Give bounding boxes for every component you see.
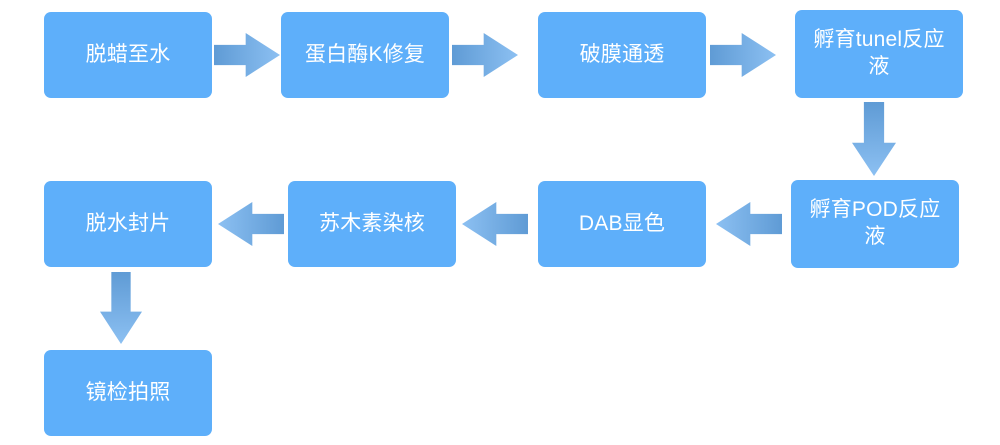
arrow-right-icon (214, 33, 280, 77)
flow-node-label: 苏木素染核 (319, 211, 425, 235)
flow-node-tuolazhishui[interactable]: 脱蜡至水 (44, 12, 212, 98)
flow-node-pomo-tongtou[interactable]: 破膜通透 (538, 12, 706, 98)
flow-node-label: 脱蜡至水 (85, 42, 171, 66)
flow-node-label: 脱水封片 (85, 211, 171, 235)
flow-node-fuyu-pod-fanyingye[interactable]: 孵育POD反应液 (791, 180, 959, 268)
flow-node-fuyu-tunel-fanyingye[interactable]: 孵育tunel反应液 (795, 10, 963, 98)
arrow-down-icon (100, 272, 142, 344)
flow-node-danbaimeik-xiufu[interactable]: 蛋白酶K修复 (281, 12, 449, 98)
flow-node-tuoshui-fengpian[interactable]: 脱水封片 (44, 181, 212, 267)
flow-node-label: DAB显色 (578, 211, 666, 235)
flow-node-dab-xianse[interactable]: DAB显色 (538, 181, 706, 267)
flow-node-label: 破膜通透 (579, 42, 665, 66)
arrow-down-icon (852, 102, 896, 176)
arrow-left-icon (716, 202, 782, 246)
flow-node-sumusu-ranhe[interactable]: 苏木素染核 (288, 181, 456, 267)
arrow-right-icon (452, 33, 518, 77)
flow-node-label: 镜检拍照 (85, 380, 171, 404)
flow-node-label: 孵育tunel反应液 (813, 28, 945, 78)
arrow-right-icon (710, 33, 776, 77)
arrow-left-icon (218, 202, 284, 246)
arrow-left-icon (462, 202, 528, 246)
flow-node-label: 蛋白酶K修复 (304, 42, 426, 66)
flow-node-label: 孵育POD反应液 (809, 198, 941, 248)
flow-node-jingjian-paizhao[interactable]: 镜检拍照 (44, 350, 212, 436)
